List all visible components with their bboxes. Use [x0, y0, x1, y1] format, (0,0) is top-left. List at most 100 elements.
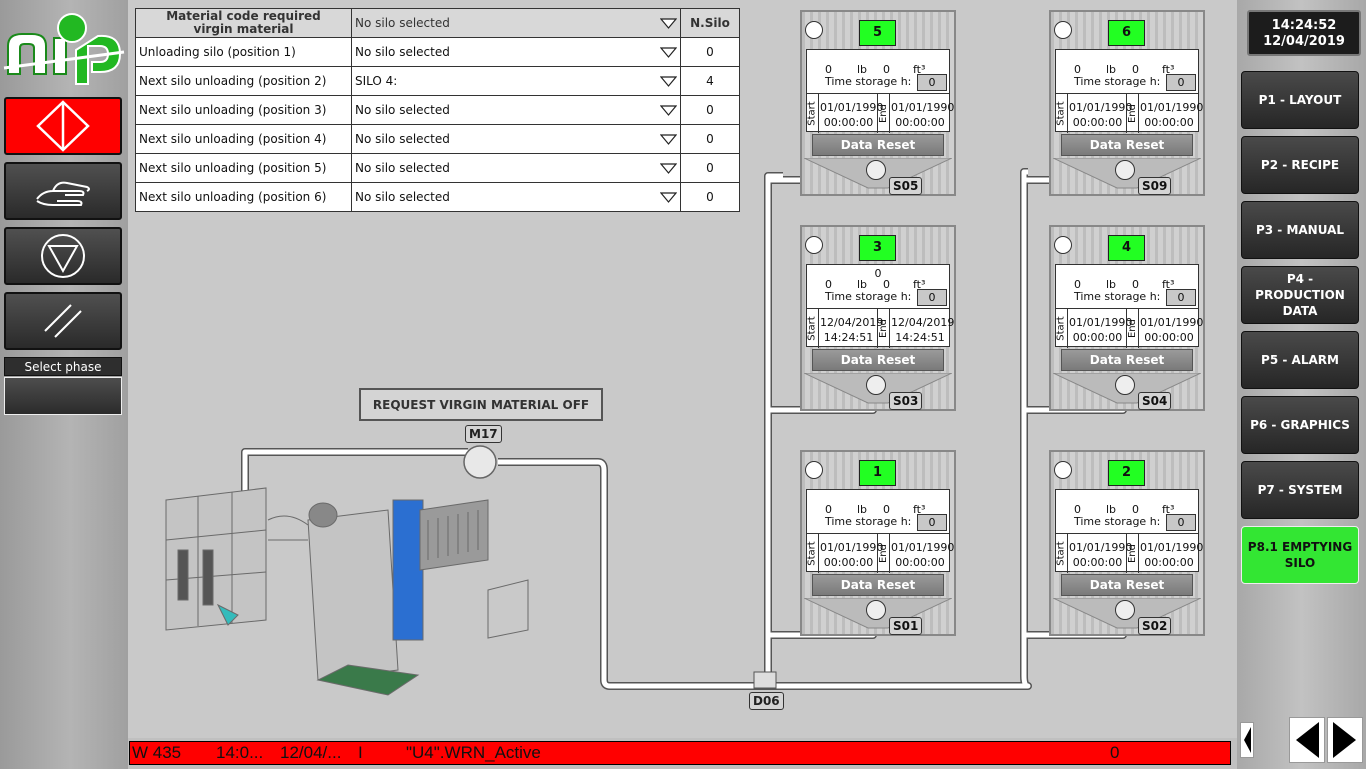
silo-number: 0: [680, 37, 740, 67]
row-label: Next silo unloading (position 4): [135, 124, 352, 154]
silo-tag: S05: [889, 177, 923, 195]
nav-p6-graphics[interactable]: P6 - GRAPHICS: [1241, 396, 1359, 454]
silo-status-indicator: [1054, 461, 1072, 479]
silo-select[interactable]: No silo selected: [351, 153, 681, 183]
data-reset-button[interactable]: Data Reset: [1061, 574, 1193, 596]
silo-tag: S02: [1138, 617, 1172, 635]
silo-tag: S03: [889, 392, 923, 410]
silo-number: 0: [680, 153, 740, 183]
d06-tag: D06: [749, 692, 784, 710]
request-virgin-material-button[interactable]: REQUEST VIRGIN MATERIAL OFF: [359, 388, 603, 421]
storage-hours-field[interactable]: 0: [1166, 74, 1196, 91]
data-reset-button[interactable]: Data Reset: [1061, 349, 1193, 371]
manual-mode-button[interactable]: [4, 162, 122, 220]
alarm-scroll-button[interactable]: [1240, 722, 1254, 758]
nav-p4-production-data[interactable]: P4 - PRODUCTION DATA: [1241, 266, 1359, 324]
silo-valve[interactable]: [1115, 160, 1135, 180]
caret-left-icon: [1244, 727, 1251, 753]
nav-p3-manual[interactable]: P3 - MANUAL: [1241, 201, 1359, 259]
material-select-header[interactable]: No silo selected: [351, 8, 681, 38]
clock-time: 14:24:52: [1271, 18, 1337, 33]
diamond-start-icon: [36, 100, 90, 152]
silo-number: 0: [680, 182, 740, 212]
silo-valve[interactable]: [1115, 600, 1135, 620]
silo-number-badge: 5: [859, 20, 896, 46]
nip-logo: [2, 6, 126, 86]
select-phase-label: Select phase: [4, 357, 122, 376]
alarm-line[interactable]: W 435 14:0... 12/04/... I "U4".WRN_Activ…: [129, 741, 1231, 765]
data-reset-button[interactable]: Data Reset: [812, 134, 944, 156]
triangle-stop-icon: [41, 234, 85, 278]
silo-number-badge: 4: [1108, 235, 1145, 261]
table-row: Next silo unloading (position 2) SILO 4:…: [135, 66, 740, 96]
nav-p5-alarm[interactable]: P5 - ALARM: [1241, 331, 1359, 389]
silo-number-badge: 2: [1108, 460, 1145, 486]
silo-number-badge: 3: [859, 235, 896, 261]
data-reset-button[interactable]: Data Reset: [1061, 134, 1193, 156]
silo-tag: S04: [1138, 392, 1172, 410]
silo-select[interactable]: No silo selected: [351, 124, 681, 154]
silo-valve[interactable]: [866, 160, 886, 180]
nav-p2-recipe[interactable]: P2 - RECIPE: [1241, 136, 1359, 194]
phase-selector[interactable]: [4, 377, 122, 415]
dropdown-arrow-icon: [660, 46, 677, 58]
silo-select[interactable]: No silo selected: [351, 182, 681, 212]
data-reset-button[interactable]: Data Reset: [812, 349, 944, 371]
prev-page-button[interactable]: [1289, 717, 1325, 763]
alarm-status-bar: W 435 14:0... 12/04/... I "U4".WRN_Activ…: [128, 738, 1237, 769]
silo-status-indicator: [805, 461, 823, 479]
silo-status-indicator: [1054, 21, 1072, 39]
plant-machinery-illustration: [165, 487, 529, 696]
data-reset-button[interactable]: Data Reset: [812, 574, 944, 596]
silo-number: 0: [680, 124, 740, 154]
dropdown-arrow-icon: [660, 75, 677, 87]
silo-select[interactable]: SILO 4:: [351, 66, 681, 96]
silo-valve[interactable]: [1115, 375, 1135, 395]
storage-hours-field[interactable]: 0: [917, 74, 947, 91]
alarm-date: 12/04/...: [280, 743, 342, 762]
silo-number-badge: 1: [859, 460, 896, 486]
reset-button[interactable]: [4, 292, 122, 350]
next-page-button[interactable]: [1327, 717, 1363, 763]
silo-select[interactable]: No silo selected: [351, 37, 681, 67]
navigation-panel: 14:24:52 12/04/2019 P1 - LAYOUT P2 - REC…: [1237, 0, 1366, 769]
table-row: Next silo unloading (position 4) No silo…: [135, 124, 740, 154]
silo-valve[interactable]: [866, 375, 886, 395]
storage-hours-field[interactable]: 0: [1166, 514, 1196, 531]
silo-number-badge: 6: [1108, 20, 1145, 46]
dropdown-arrow-icon: [660, 17, 677, 29]
row-label: Next silo unloading (position 5): [135, 153, 352, 183]
silo-valve[interactable]: [866, 600, 886, 620]
dropdown-arrow-icon: [660, 133, 677, 145]
storage-hours-field[interactable]: 0: [917, 514, 947, 531]
storage-hours-field[interactable]: 0: [1166, 289, 1196, 306]
row-label: Next silo unloading (position 3): [135, 95, 352, 125]
clock-date: 12/04/2019: [1263, 34, 1345, 49]
storage-hours-field[interactable]: 0: [917, 289, 947, 306]
stop-cycle-button[interactable]: [4, 227, 122, 285]
nav-p7-system[interactable]: P7 - SYSTEM: [1241, 461, 1359, 519]
row-label: Next silo unloading (position 2): [135, 66, 352, 96]
arrow-right-icon: [1333, 722, 1356, 758]
table-row: Unloading silo (position 1) No silo sele…: [135, 37, 740, 67]
silo-select[interactable]: No silo selected: [351, 95, 681, 125]
alarm-flag: I: [358, 743, 363, 762]
table-row: Next silo unloading (position 5) No silo…: [135, 153, 740, 183]
nav-p1-layout[interactable]: P1 - LAYOUT: [1241, 71, 1359, 129]
alarm-message: "U4".WRN_Active: [406, 743, 541, 762]
start-cycle-button[interactable]: [4, 97, 122, 155]
alarm-code: W 435: [132, 743, 182, 762]
nav-p8-emptying-silo[interactable]: P8.1 EMPTYING SILO: [1241, 526, 1359, 584]
